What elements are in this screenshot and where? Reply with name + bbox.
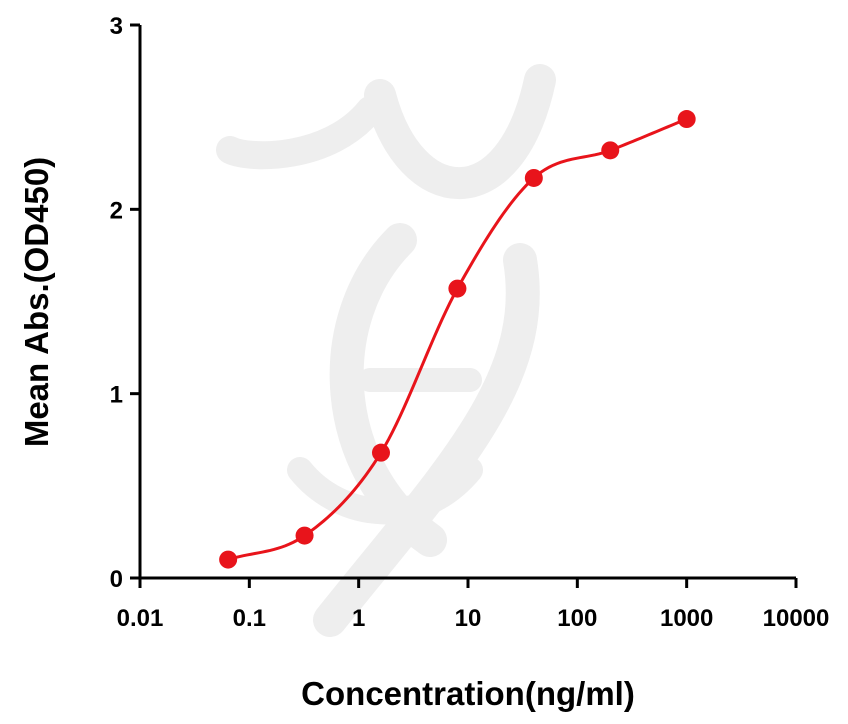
y-tick-label: 2: [110, 197, 123, 224]
x-tick-label: 10: [455, 605, 482, 632]
y-axis-title: Mean Abs.(OD450): [18, 157, 55, 447]
data-point: [601, 141, 620, 160]
y-ticks: 0 1 2 3: [110, 13, 140, 593]
y-tick-label: 0: [110, 566, 123, 593]
axes: [138, 25, 796, 580]
y-tick-label: 3: [110, 13, 123, 40]
dna-icon: [216, 64, 556, 637]
x-tick-label: 1: [352, 605, 365, 632]
x-tick-label: 10000: [763, 605, 830, 632]
x-ticks: 0.01 0.1 1 10 100 1000 10000: [117, 578, 830, 632]
data-point: [524, 168, 543, 187]
data-point: [219, 550, 238, 569]
data-points: [219, 110, 696, 569]
data-point: [371, 443, 390, 462]
data-point: [448, 279, 467, 298]
x-tick-label: 100: [557, 605, 597, 632]
data-point: [677, 110, 696, 129]
y-tick-label: 1: [110, 382, 123, 409]
x-tick-label: 0.01: [117, 605, 164, 632]
x-axis-title: Concentration(ng/ml): [301, 675, 635, 712]
x-tick-label: 1000: [660, 605, 713, 632]
x-tick-label: 0.1: [233, 605, 266, 632]
data-point: [295, 526, 314, 545]
